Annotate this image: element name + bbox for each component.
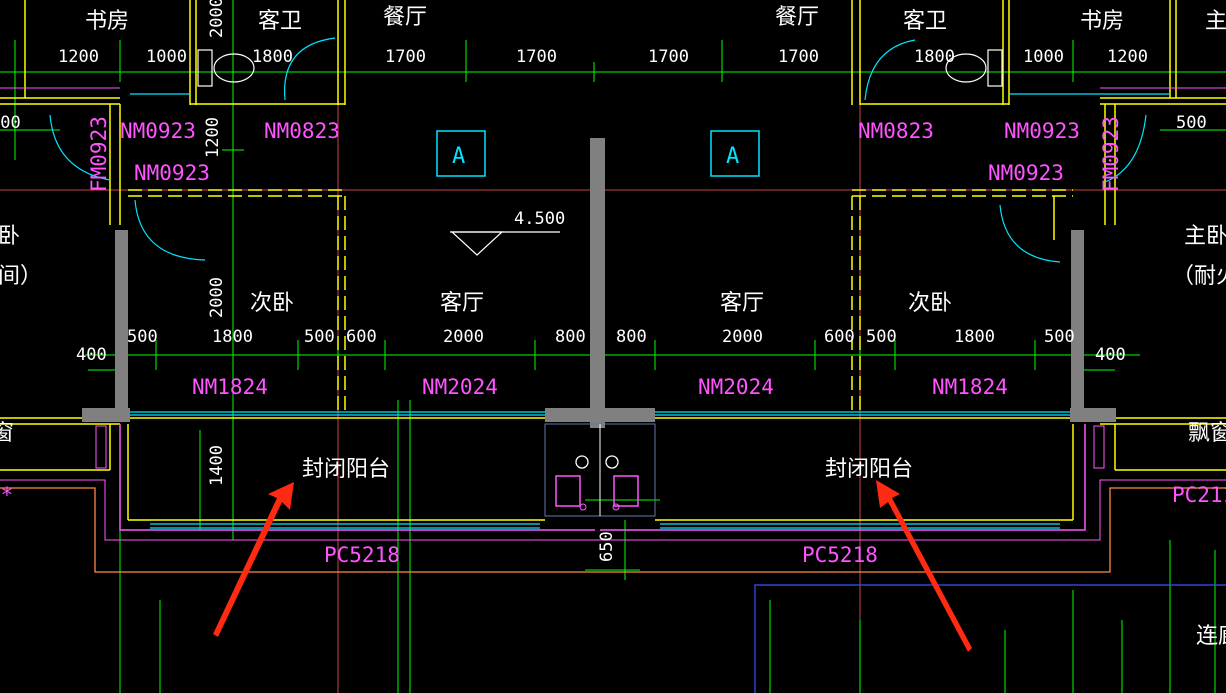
dim-bed-right-1: 500 xyxy=(866,327,897,347)
dim-liv-right-2: 2000 xyxy=(722,327,763,347)
dim-top-left-4: 1700 xyxy=(385,47,426,67)
dim-vert-left: 1200 xyxy=(203,117,223,158)
dim-side-right: 500 xyxy=(1176,113,1207,133)
room-left-edge-window: 窗 xyxy=(0,421,14,446)
window-left-edge-mark: 8* xyxy=(0,483,13,507)
room-study-left: 书房 xyxy=(85,9,129,34)
dim-w400-left: 400 xyxy=(76,345,107,365)
room-master-right: 主卧 xyxy=(1184,224,1226,249)
room-bath-left: 客卫 xyxy=(258,9,302,34)
room-balcony-right: 封闭阳台 xyxy=(825,457,913,482)
room-living-right: 客厅 xyxy=(720,291,764,316)
dim-top-left-1: 1200 xyxy=(58,47,99,67)
room-master-right-sub: （耐火 xyxy=(1172,264,1226,289)
dim-bed-right-3: 500 xyxy=(1044,327,1075,347)
dim-top-left-2: 1000 xyxy=(146,47,187,67)
columns xyxy=(82,138,1116,428)
dim-vert-balcony: 1400 xyxy=(207,445,227,486)
utility-shaft xyxy=(544,423,656,517)
door-nm2024-left: NM2024 xyxy=(422,375,498,399)
dim-side-left: 500 xyxy=(0,113,21,133)
walls xyxy=(0,0,1226,521)
dim-vert-bottom: 650 xyxy=(597,531,617,562)
room-dining-left: 餐厅 xyxy=(383,5,427,30)
door-nm0823-right: NM0823 xyxy=(858,119,934,143)
door-nm0823-left: NM0823 xyxy=(264,119,340,143)
elevation-label: 4.500 xyxy=(514,209,565,229)
dim-vert-top-left: 2000 xyxy=(207,0,227,38)
dim-top-right-5: 1200 xyxy=(1107,47,1148,67)
dim-vert-bed: 2000 xyxy=(207,277,227,318)
room-right-edge-window: 飘窗 xyxy=(1188,421,1226,446)
dim-top-left-5: 1700 xyxy=(516,47,557,67)
toilet-fixtures xyxy=(197,49,1003,87)
elevation-marker: 4.500 xyxy=(450,209,565,256)
dim-top-right-4: 1000 xyxy=(1023,47,1064,67)
dim-liv-right-3: 600 xyxy=(824,327,855,347)
dim-top-right-1: 1700 xyxy=(648,47,689,67)
annotation-arrows xyxy=(213,480,972,652)
red-arrow-left xyxy=(213,482,294,637)
room-dining-right: 餐厅 xyxy=(775,5,819,30)
room-left-edge-top: 卧 xyxy=(0,224,20,249)
door-nm1824-left: NM1824 xyxy=(192,375,268,399)
axis-bubbles: A A xyxy=(452,144,739,169)
room-left-edge-sub: 间） xyxy=(0,264,42,289)
dim-liv-left-2: 2000 xyxy=(443,327,484,347)
door-nm0923-left-mid: NM0923 xyxy=(134,161,210,185)
window-pc-right-edge: PC2118 xyxy=(1172,483,1226,507)
wall-stubs xyxy=(95,425,1105,469)
door-nm0923-left-top: NM0923 xyxy=(120,119,196,143)
dim-bed-left-1: 500 xyxy=(127,327,158,347)
dimension-texts: 1200 1000 1800 1700 1700 1700 1700 1800 … xyxy=(0,0,1207,562)
window-pc5218-right: PC5218 xyxy=(802,543,878,567)
door-fm-left: FM0923 xyxy=(87,116,111,192)
dim-liv-left-1: 600 xyxy=(346,327,377,347)
room-living-left: 客厅 xyxy=(440,291,484,316)
door-fm-right: FM0923 xyxy=(1099,116,1123,192)
dim-bed-left-2: 1800 xyxy=(212,327,253,347)
room-study-right: 书房 xyxy=(1080,9,1124,34)
dim-bed-left-3: 500 xyxy=(304,327,335,347)
red-arrow-right xyxy=(876,480,972,652)
axis-label-left: A xyxy=(452,144,465,169)
dim-liv-left-3: 800 xyxy=(555,327,586,347)
door-nm1824-right: NM1824 xyxy=(932,375,1008,399)
door-nm0923-right-mid: NM0923 xyxy=(988,161,1064,185)
dim-top-left-3: 1800 xyxy=(252,47,293,67)
room-corridor-right: 连廊 xyxy=(1196,624,1226,649)
glazing xyxy=(49,37,1170,529)
door-nm0923-right-top: NM0923 xyxy=(1004,119,1080,143)
dim-liv-right-1: 800 xyxy=(616,327,647,347)
dim-top-right-3: 1800 xyxy=(914,47,955,67)
room-labels: 书房 客卫 餐厅 餐厅 客卫 书房 主 卧 间） 次卧 客厅 客厅 次卧 主卧 … xyxy=(0,5,1226,649)
dim-w400-right: 400 xyxy=(1095,345,1126,365)
door-nm2024-right: NM2024 xyxy=(698,375,774,399)
axis-label-right: A xyxy=(726,144,739,169)
door-codes: NM0923 NM0823 NM0923 FM0923 NM0823 NM092… xyxy=(0,116,1226,567)
dim-top-right-2: 1700 xyxy=(778,47,819,67)
room-second-bed-right: 次卧 xyxy=(908,291,952,316)
room-second-bed-left: 次卧 xyxy=(250,291,294,316)
window-pc5218-left: PC5218 xyxy=(324,543,400,567)
room-bath-right: 客卫 xyxy=(903,9,947,34)
room-right-edge-partial: 主 xyxy=(1205,9,1226,34)
slab-edges xyxy=(0,87,1226,693)
room-balcony-left: 封闭阳台 xyxy=(302,457,390,482)
dim-bed-right-2: 1800 xyxy=(954,327,995,347)
